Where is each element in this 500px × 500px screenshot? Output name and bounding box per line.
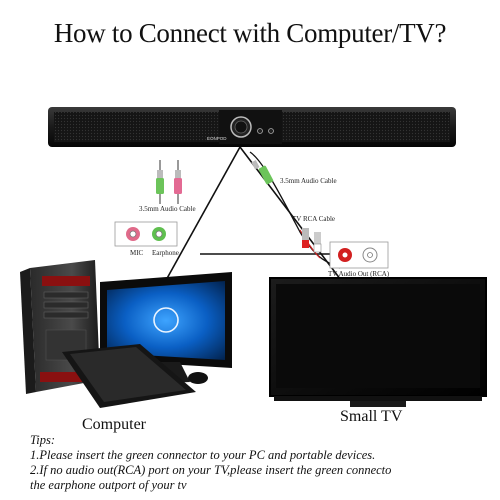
earphone-jack xyxy=(268,128,274,134)
soundbar: EONPOD xyxy=(48,107,456,147)
hp-logo-icon xyxy=(153,307,179,333)
mouse-icon xyxy=(188,372,208,384)
page-title: How to Connect with Computer/TV? xyxy=(53,18,447,48)
computer-port-box xyxy=(114,221,178,247)
tips-line-1: 1.Please insert the green connector to y… xyxy=(30,448,376,462)
computer-caption: Computer xyxy=(82,416,146,433)
earphone-port-label: Earphone xyxy=(152,249,179,257)
computer-monitor xyxy=(100,272,232,384)
line-soundbar-to-tv xyxy=(239,146,348,289)
audio-plugs-left xyxy=(156,160,182,204)
small-tv xyxy=(269,277,487,407)
mic-port-label: MIC xyxy=(130,249,144,257)
tv-port-box xyxy=(329,241,389,269)
keyboard xyxy=(62,344,196,408)
tv-rca-cable-label: TV RCA Cable xyxy=(292,215,336,223)
audio-plug-right xyxy=(251,160,274,185)
tv-caption: Small TV xyxy=(340,408,403,425)
tips-line-3: the earphone outport of your tv xyxy=(30,478,187,492)
soundbar-brand: EONPOD xyxy=(207,136,227,141)
tips-line-2: 2.If no audio out(RCA) port on your TV,p… xyxy=(30,463,392,477)
rca-plugs xyxy=(302,228,322,253)
tips-heading: Tips: xyxy=(30,433,56,447)
left-audio-cable-label: 3.5mm Audio Cable xyxy=(139,205,196,213)
tv-audio-out-label: TV Audio Out (RCA) xyxy=(328,270,390,278)
tv-audio-cable xyxy=(249,151,341,269)
tips-section: Tips: 1.Please insert the green connecto… xyxy=(30,433,500,493)
mic-jack xyxy=(257,128,263,134)
right-audio-cable-label: 3.5mm Audio Cable xyxy=(280,177,337,185)
